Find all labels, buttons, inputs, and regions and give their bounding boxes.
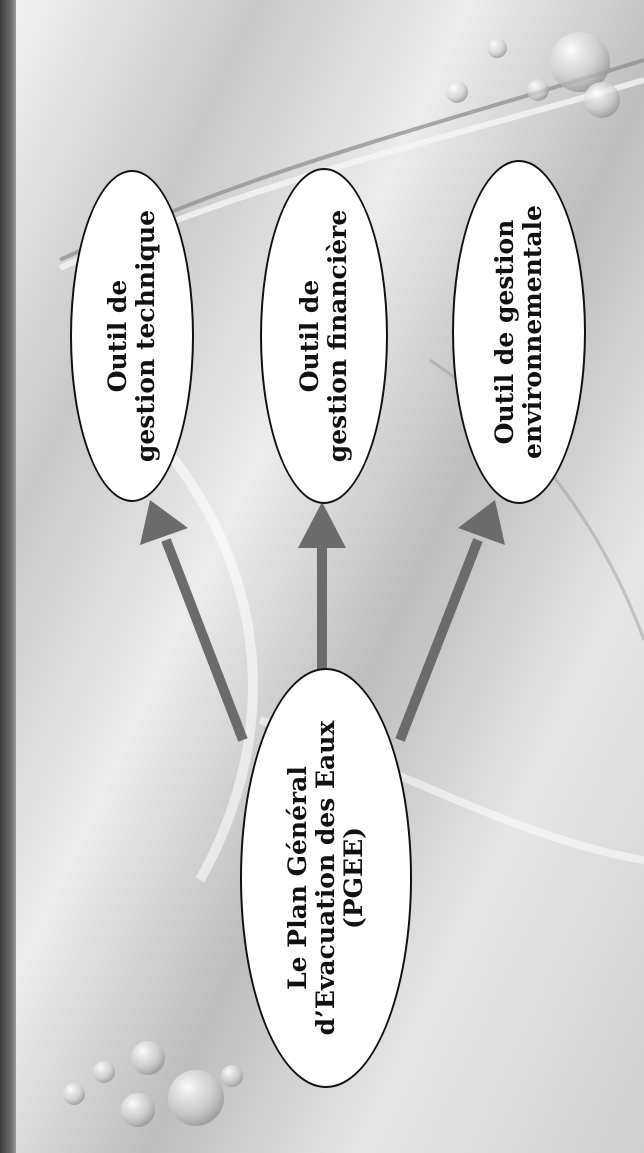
bubbles-bottom-left [63, 1041, 243, 1127]
pgee-label-line-3: (PGEE) [340, 721, 368, 1036]
financial-management-node: Outil de gestion financière [260, 168, 388, 504]
technical-management-label: Outil de gestion technique [104, 210, 160, 462]
bubbles-top-right [446, 32, 620, 118]
environmental-management-node: Outil de gestion environnementale [452, 160, 586, 504]
pgee-node-label: Le Plan Général d’Evacuation des Eaux (P… [284, 721, 368, 1036]
financial-label-line-2: gestion financière [324, 210, 352, 463]
pgee-label-line-2: d’Evacuation des Eaux [312, 721, 340, 1036]
technical-label-line-1: Outil de [104, 210, 132, 462]
pgee-node: Le Plan Général d’Evacuation des Eaux (P… [240, 668, 412, 1088]
pgee-label-line-1: Le Plan Général [284, 721, 312, 1036]
financial-management-label: Outil de gestion financière [296, 210, 352, 463]
financial-label-line-1: Outil de [296, 210, 324, 463]
technical-label-line-2: gestion technique [132, 210, 160, 462]
environmental-label-line-1: Outil de gestion [491, 205, 519, 459]
environmental-label-line-2: environnementale [519, 205, 547, 459]
environmental-management-label: Outil de gestion environnementale [491, 205, 547, 459]
technical-management-node: Outil de gestion technique [70, 170, 194, 502]
left-edge-band [0, 0, 16, 1153]
